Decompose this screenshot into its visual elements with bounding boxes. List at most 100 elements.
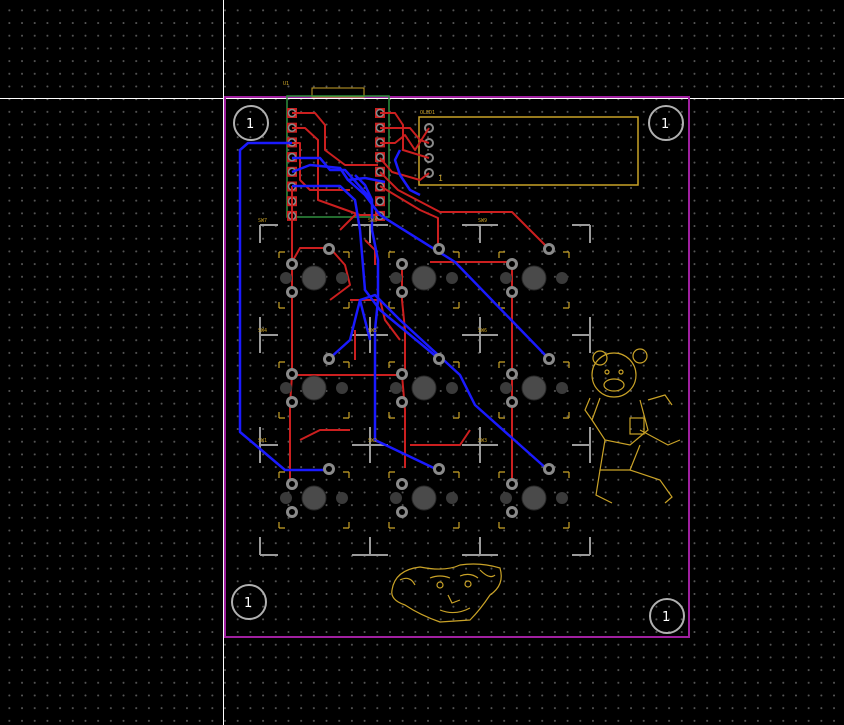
switch-silk-bracket [563,251,570,258]
switch-pad-drill [546,246,552,252]
switch-pad-drill [399,509,405,515]
switch-pad-drill [399,261,405,267]
switch-pad-drill [399,371,405,377]
mounting-hole-top-right[interactable]: 1 [648,105,684,141]
oled-ref-label: OLED1 [420,110,435,116]
switch-silk-bracket [343,361,350,368]
switch-silk-bracket [388,471,395,478]
switch-ref-label: SW3 [478,438,487,444]
switch-ref-label: SW2 [368,438,377,444]
switch-pad-drill [326,246,332,252]
switch-silk-bracket [278,361,285,368]
switch-peg-hole [446,272,458,284]
switch-silk-bracket [278,412,285,419]
switch-pad-drill [289,481,295,487]
bear-icon[interactable] [584,348,681,504]
switch-pad-drill [289,371,295,377]
switch-pad-drill [399,399,405,405]
switch-pad-drill [399,289,405,295]
switch-center-hole [411,375,437,401]
mounting-hole-label: 1 [244,596,252,611]
switch-silk-bracket [278,251,285,258]
switch-peg-hole [280,382,292,394]
mcu-pin-hole [375,196,385,206]
mounting-hole-bottom-right[interactable]: 1 [649,598,685,634]
switch-pad-drill [399,481,405,487]
mounting-hole-bottom-left[interactable]: 1 [231,584,267,620]
switch-ref-label: SW7 [258,218,267,224]
key-switch[interactable] [280,463,348,518]
switch-silk-bracket [498,361,505,368]
switch-center-hole [301,485,327,511]
switch-peg-hole [336,272,348,284]
key-switch[interactable] [390,353,458,408]
switch-silk-bracket [563,302,570,309]
switch-center-hole [521,375,547,401]
switch-silk-bracket [343,471,350,478]
switch-silk-bracket [563,471,570,478]
board-outline[interactable] [224,96,690,638]
switch-peg-hole [280,492,292,504]
switch-center-hole [411,265,437,291]
switch-silk-bracket [453,522,460,529]
key-switch[interactable] [280,243,348,298]
oled-pin1-label: 1 [438,174,443,183]
switch-pad-drill [289,289,295,295]
switch-silk-bracket [343,302,350,309]
switch-peg-hole [556,382,568,394]
switch-peg-hole [390,492,402,504]
switch-pad-drill [509,371,515,377]
switch-center-hole [411,485,437,511]
switch-peg-hole [500,492,512,504]
key-switch[interactable] [390,463,458,518]
key-switch[interactable] [500,463,568,518]
switch-pad-drill [509,399,515,405]
switch-peg-hole [336,492,348,504]
mounting-hole-top-left[interactable]: 1 [233,105,269,141]
switch-pad-drill [509,261,515,267]
switch-pad-drill [436,466,442,472]
switch-pad-drill [509,481,515,487]
key-switch[interactable] [500,353,568,408]
switch-silk-bracket [343,251,350,258]
switch-pad-drill [436,356,442,362]
switch-peg-hole [390,272,402,284]
switch-pad-drill [436,246,442,252]
key-switch[interactable] [280,353,348,408]
switch-pad-drill [326,466,332,472]
mcu-ref-label: U1 [283,81,289,87]
switch-silk-bracket [498,522,505,529]
switch-peg-hole [556,272,568,284]
key-switch[interactable] [500,243,568,298]
switch-silk-bracket [453,251,460,258]
switch-pad-drill [289,399,295,405]
switch-ref-label: SW8 [368,218,377,224]
switch-silk-bracket [388,302,395,309]
key-switch[interactable] [390,243,458,298]
switch-silk-bracket [278,302,285,309]
switch-peg-hole [336,382,348,394]
switch-peg-hole [280,272,292,284]
mounting-hole-label: 1 [661,117,669,132]
switch-silk-bracket [388,251,395,258]
switch-pad-drill [509,509,515,515]
switch-ref-label: SW4 [258,328,267,334]
switch-silk-bracket [453,471,460,478]
switch-ref-label: SW1 [258,438,267,444]
switch-silk-bracket [498,412,505,419]
switch-pad-drill [509,289,515,295]
switch-silk-bracket [388,522,395,529]
switch-peg-hole [556,492,568,504]
face-icon[interactable] [391,563,502,623]
bottom-copper-traces [238,141,549,472]
switch-silk-bracket [498,251,505,258]
switch-peg-hole [446,492,458,504]
oled-display[interactable]: OLED1 1 [418,110,639,186]
switch-pad-drill [546,356,552,362]
mounting-hole-label: 1 [662,610,670,625]
switch-center-hole [301,375,327,401]
switch-silk-bracket [343,522,350,529]
switch-silk-bracket [278,471,285,478]
